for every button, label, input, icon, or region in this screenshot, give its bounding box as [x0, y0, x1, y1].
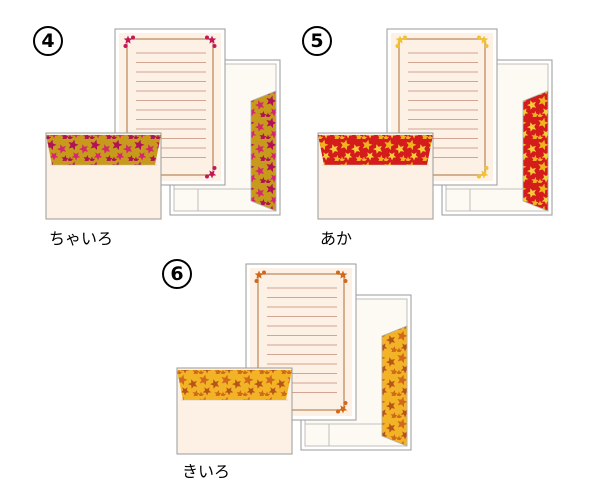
- corner-ornament: [205, 35, 217, 48]
- corner-ornament: [395, 35, 407, 48]
- corner-ornament: [336, 401, 348, 414]
- set-number-badge: 4: [33, 26, 63, 56]
- corner-ornament: [477, 35, 489, 48]
- front-envelope: [317, 132, 434, 220]
- paper-frame: [126, 38, 214, 176]
- set-color-label: きいろ: [182, 462, 231, 481]
- set-number-badge: 6: [162, 259, 192, 289]
- front-envelope: [45, 132, 162, 220]
- envelope-liner-pattern: [522, 90, 549, 212]
- envelope-flap-pattern: [177, 370, 292, 400]
- envelope-liner-pattern: [250, 90, 277, 212]
- front-envelope: [176, 367, 293, 455]
- paper-frame: [398, 38, 486, 176]
- corner-ornament: [205, 166, 217, 179]
- paper-frame: [257, 273, 345, 411]
- corner-ornament: [477, 166, 489, 179]
- set-color-label: あか: [320, 229, 353, 248]
- corner-ornament: [123, 35, 135, 48]
- set-color-label: ちゃいろ: [49, 229, 114, 248]
- envelope-liner-pattern: [381, 325, 408, 447]
- envelope-flap-pattern: [46, 135, 161, 165]
- set-number-badge: 5: [302, 26, 332, 56]
- corner-ornament: [336, 270, 348, 283]
- corner-ornament: [254, 270, 266, 283]
- envelope-flap-pattern: [318, 135, 433, 165]
